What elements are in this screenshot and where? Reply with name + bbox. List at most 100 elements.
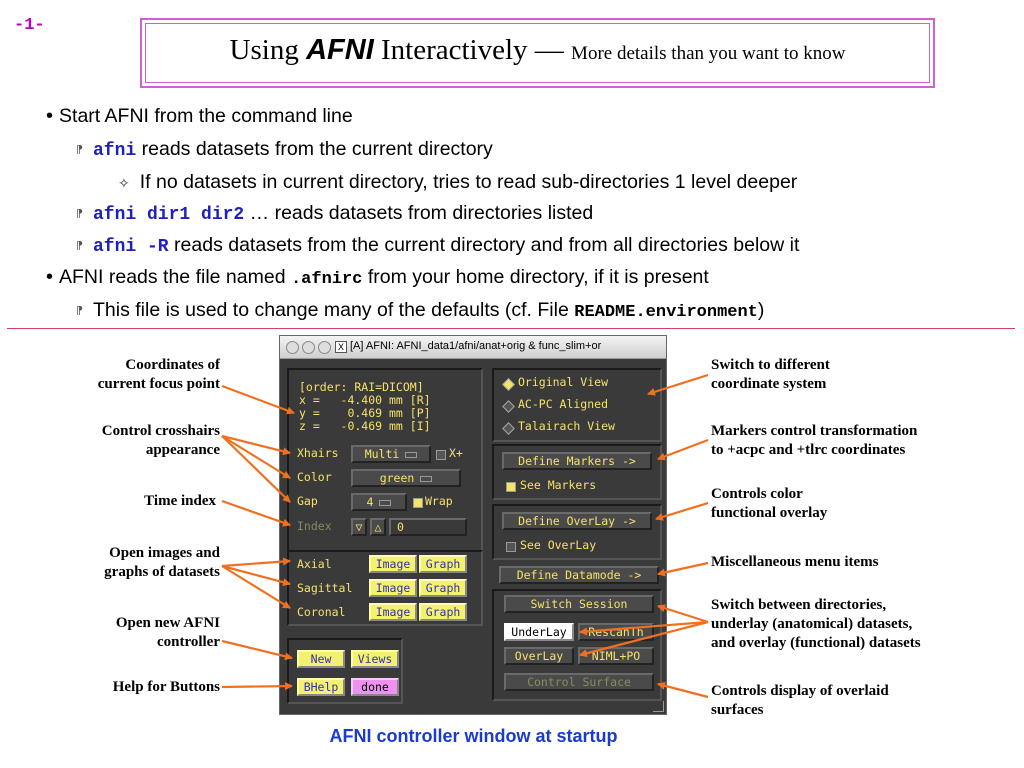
arrow-gap [221,435,291,503]
sagittal-label: Sagittal [297,581,353,595]
view-panel: Axial Image Graph Sagittal Image Graph C… [287,550,483,626]
index-field[interactable]: 0 [389,518,467,536]
code-afnirc: .afnirc [290,270,363,289]
arrow-overlay [655,501,709,521]
xhairs-value: Multi [364,447,400,461]
ann-line: Markers control transformation [711,423,918,439]
underlay-button[interactable]: UnderLay [504,623,574,641]
sagittal-image-button[interactable]: Image [369,579,417,597]
overlay-button[interactable]: OverLay [504,647,574,665]
see-overlay-checkbox[interactable] [506,542,516,552]
ann-line: Time index [144,493,216,509]
figure-caption: AFNI controller window at startup [329,726,618,746]
talairach-label[interactable]: Talairach View [518,419,615,433]
sub-bullet-icon: ⁋ [76,240,83,252]
afni-controller-window: X [A] AFNI: AFNI_data1/afni/anat+orig & … [279,335,667,715]
ann-line: Controls display of overlaid [711,683,889,699]
zoom-window-button[interactable] [318,341,331,354]
title-box: Using AFNI Interactively — More details … [140,18,935,88]
annotation-open-images: Open images and graphs of datasets [104,544,220,582]
subsubbullet-text: If no datasets in current directory, tri… [139,171,798,193]
gap-menu[interactable]: 4 [351,493,407,511]
bullet-afnirc: •AFNI reads the file named .afnirc from … [46,265,709,292]
arrow-overlay-button [579,620,709,658]
ann-line: and overlay (functional) datasets [711,635,921,651]
wrap-checkbox[interactable] [413,498,423,508]
coordinates-readout[interactable]: [order: RAI=DICOM] x = -4.400 mm [R] y =… [299,380,431,433]
annotation-switch-directories: Switch between directories, underlay (an… [711,596,921,653]
done-button[interactable]: done [351,678,399,696]
new-button[interactable]: New [297,650,345,668]
annotation-color-overlay: Controls color functional overlay [711,485,827,523]
annotation-markers: Markers control transformation to +acpc … [711,422,917,460]
coronal-graph-button[interactable]: Graph [419,603,467,621]
session-panel: Switch Session UnderLay RescanTh OverLay… [492,589,662,701]
ann-line: surfaces [711,702,764,718]
arrow-xhairs [221,434,291,456]
control-surface-button[interactable]: Control Surface [504,673,654,691]
arrow-original-view [647,373,709,396]
axial-graph-button[interactable]: Graph [419,555,467,573]
switch-session-button[interactable]: Switch Session [504,595,654,613]
option-menu-icon [405,451,418,458]
annotation-switch-coordinate: Switch to different coordinate system [711,356,830,394]
color-value: green [379,471,415,485]
subbullet-text-pre: This file is used to change many of the … [93,299,569,321]
ann-line: Coordinates of [125,357,220,373]
gap-value: 4 [366,495,374,509]
code-afni-r: afni -R [93,237,169,257]
xhairs-menu[interactable]: Multi [351,445,431,463]
sub-bullet-icon: ⁋ [76,208,83,220]
minimize-window-button[interactable] [302,341,315,354]
bullet-dot: • [46,266,54,288]
bullet-dot: • [46,105,54,127]
ann-line: Miscellaneous menu items [711,554,879,570]
coronal-label: Coronal [297,605,346,619]
option-menu-icon [379,499,392,506]
coronal-image-button[interactable]: Image [369,603,417,621]
bullet-text-pre: AFNI reads the file named [59,266,286,288]
coords-panel: [order: RAI=DICOM] x = -4.400 mm [R] y =… [287,368,483,558]
annotation-misc: Miscellaneous menu items [711,553,878,572]
ann-line: appearance [145,442,220,458]
xplus-checkbox[interactable] [436,450,446,460]
ann-line: to +acpc and +tlrc coordinates [711,442,906,458]
arrow-index [221,499,291,527]
define-datamode-button[interactable]: Define Datamode -> [499,566,659,584]
close-window-button[interactable] [286,341,299,354]
arrow-axial [221,557,291,568]
page-number: -1- [14,16,45,35]
annotation-coordinates: Coordinates of current focus point [98,356,220,394]
bullet-text: Start AFNI from the command line [59,105,353,127]
arrow-coronal [221,565,291,609]
resize-grip-icon[interactable] [653,701,664,712]
bhelp-button[interactable]: BHelp [297,678,345,696]
axial-label: Axial [297,557,332,571]
color-label: Color [297,470,332,484]
arrow-underlay [579,620,709,636]
arrow-markers [657,438,709,461]
acpc-label[interactable]: AC-PC Aligned [518,397,609,411]
ann-line: functional overlay [711,505,828,521]
define-overlay-button[interactable]: Define OverLay -> [502,512,652,530]
controller-panel: New Views BHelp done [287,638,403,704]
sagittal-graph-button[interactable]: Graph [419,579,467,597]
index-down-arrow[interactable]: ▽ [351,518,367,536]
original-view-label[interactable]: Original View [518,375,609,389]
ann-line: controller [156,634,220,650]
axial-image-button[interactable]: Image [369,555,417,573]
window-titlebar[interactable]: X [A] AFNI: AFNI_data1/afni/anat+orig & … [280,336,666,359]
overlay-panel: Define OverLay -> See OverLay [492,504,662,560]
views-button[interactable]: Views [351,650,399,668]
index-label: Index [297,519,332,533]
color-menu[interactable]: green [351,469,461,487]
ann-line: graphs of datasets [104,564,220,580]
markers-panel: Define Markers -> See Markers [492,444,662,500]
subbullet-afni-r: ⁋afni -R reads datasets from the current… [76,233,799,260]
index-up-arrow[interactable]: △ [370,518,386,536]
define-markers-button[interactable]: Define Markers -> [502,452,652,470]
see-markers-checkbox[interactable] [506,482,516,492]
subbullet-text: … reads datasets from directories listed [249,202,594,224]
subsubbullet-no-datasets: ✧If no datasets in current directory, tr… [118,170,797,195]
